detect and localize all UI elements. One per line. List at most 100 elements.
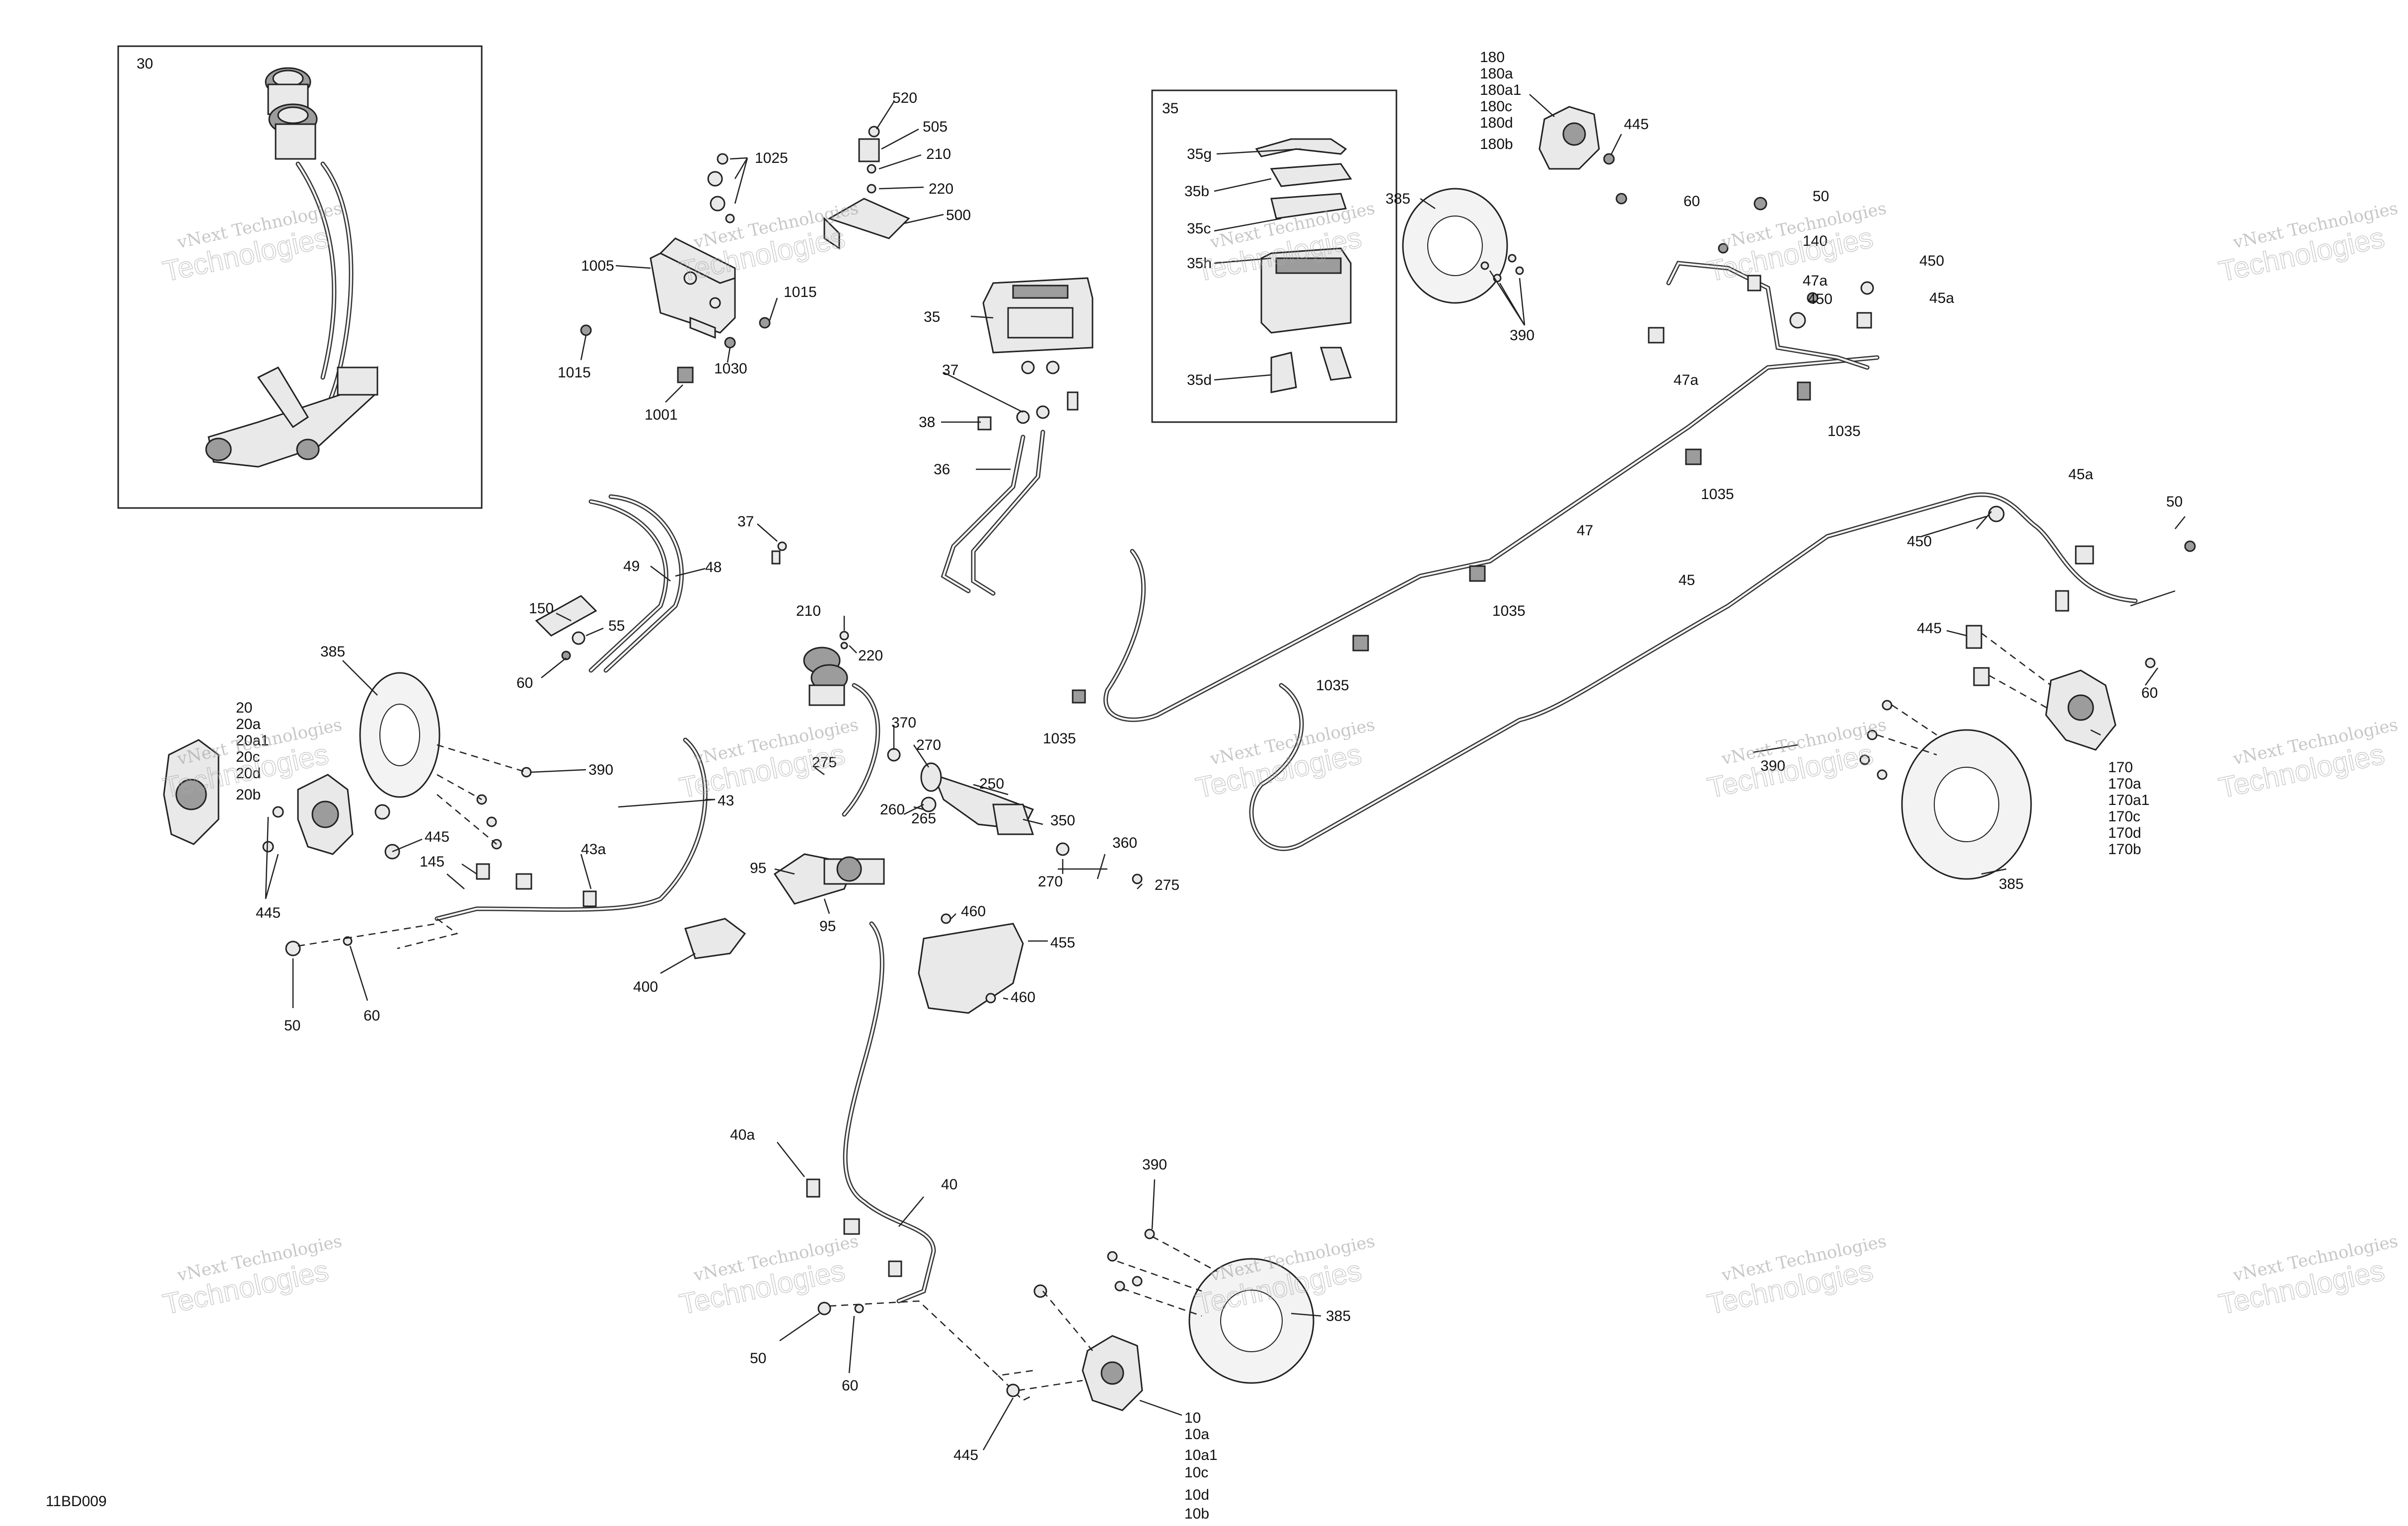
callout-1005: 1005 xyxy=(581,258,614,274)
callout-505: 505 xyxy=(923,119,948,135)
callout-1035-far-left: 1035 xyxy=(1043,730,1076,747)
callout-55: 55 xyxy=(608,618,625,634)
callout-20a1: 20a1 xyxy=(236,732,269,749)
brake-line-47 xyxy=(1103,355,1880,722)
callout-220: 220 xyxy=(929,181,953,197)
inset-35-callout-35g: 35g xyxy=(1187,146,1212,162)
brake-line-43 xyxy=(285,737,716,1008)
callout-180a: 180a xyxy=(1480,66,1513,82)
callout-1025: 1025 xyxy=(755,150,788,166)
callout-37: 37 xyxy=(942,362,958,378)
callout-10b: 10b xyxy=(1184,1506,1209,1522)
pedal-master-cylinder xyxy=(660,616,1143,974)
callout-60-bottom-left: 60 xyxy=(364,1008,380,1024)
callout-140: 140 xyxy=(1803,233,1827,249)
callout-20a: 20a xyxy=(236,716,261,732)
callout-385-rear: 385 xyxy=(1999,876,2024,892)
callout-170b: 170b xyxy=(2108,841,2141,858)
front-left-brake xyxy=(163,660,586,899)
callout-95-lower: 95 xyxy=(819,918,836,935)
front-right-brake xyxy=(1402,94,1627,326)
callout-390-rear: 390 xyxy=(1760,758,1785,774)
callout-47a-lower: 47a xyxy=(1674,372,1698,388)
callout-150: 150 xyxy=(529,600,554,617)
callout-20d: 20d xyxy=(236,765,261,782)
callout-260: 260 xyxy=(880,801,905,818)
bolt-1025 xyxy=(707,153,735,223)
callout-1030: 1030 xyxy=(714,361,747,377)
callout-20: 20 xyxy=(236,700,252,716)
rear-line-fittings xyxy=(1072,197,2196,704)
callout-180d: 180d xyxy=(1480,115,1513,131)
callout-38: 38 xyxy=(919,414,935,431)
callout-360: 360 xyxy=(1112,835,1137,851)
callout-45a: 45a xyxy=(1929,290,1954,306)
callout-60-bottom: 60 xyxy=(842,1378,858,1394)
inset-30-master-cylinder: 30 xyxy=(117,45,483,509)
stack-20: 20 20a 20a1 20c 20d 20b xyxy=(236,700,269,803)
stack-180: 180 180a 180a1 180c 180d 180b xyxy=(1480,49,1521,152)
callout-1035-mid: 1035 xyxy=(1701,486,1734,503)
callout-36: 36 xyxy=(934,461,950,478)
inset-35-callout-35c: 35c xyxy=(1187,220,1211,237)
reservoir-drawing xyxy=(265,67,318,160)
callout-500: 500 xyxy=(946,207,971,223)
callout-180b: 180b xyxy=(1480,136,1513,152)
callout-390-bottom: 390 xyxy=(1142,1157,1167,1173)
callout-400: 400 xyxy=(633,979,658,995)
callout-45a-rear: 45a xyxy=(2068,466,2093,483)
inset-35-callout-35d: 35d xyxy=(1187,372,1212,388)
callout-390: 390 xyxy=(1510,327,1534,344)
callout-370: 370 xyxy=(891,715,916,731)
callout-180c: 180c xyxy=(1480,98,1512,115)
callout-50-bottom: 50 xyxy=(750,1350,766,1367)
callout-37-center: 37 xyxy=(737,513,754,530)
brake-lines-36 xyxy=(941,371,1079,596)
callout-210-center: 210 xyxy=(796,603,821,619)
master-cylinder-drawing xyxy=(205,365,378,468)
callout-50-left: 50 xyxy=(284,1017,300,1034)
cover-455 xyxy=(918,913,1048,1014)
callout-385: 385 xyxy=(1386,191,1410,207)
callout-1035: 1035 xyxy=(1827,423,1861,439)
callout-1015-left: 1015 xyxy=(558,364,591,381)
inset-35-label: 35 xyxy=(1162,100,1178,117)
callout-385-bottom: 385 xyxy=(1326,1308,1351,1324)
callout-20b: 20b xyxy=(236,787,261,803)
callout-450: 450 xyxy=(1808,291,1832,307)
callout-45: 45 xyxy=(1678,572,1695,588)
inset-35-abs-module: 35 35g 35b 35c 35h 35d xyxy=(1151,89,1397,423)
abs-module-35 xyxy=(970,277,1094,374)
callout-43: 43 xyxy=(718,793,734,809)
callout-10: 10 xyxy=(1184,1410,1201,1426)
callout-47a: 47a xyxy=(1803,273,1827,289)
brake-line-40 xyxy=(777,921,1033,1401)
callout-95: 95 xyxy=(750,860,766,876)
inset-30-label: 30 xyxy=(137,56,153,72)
callout-50: 50 xyxy=(1813,188,1829,205)
callout-43a: 43a xyxy=(581,841,606,858)
callout-49: 49 xyxy=(623,558,640,575)
callout-445-left: 445 xyxy=(425,829,449,845)
callout-60-left: 60 xyxy=(516,675,533,691)
diagram-code: 11BD009 xyxy=(46,1493,107,1510)
callout-180a1: 180a1 xyxy=(1480,82,1521,98)
stack-170: 170 170a 170a1 170c 170d 170b xyxy=(2108,759,2149,858)
callout-170c: 170c xyxy=(2108,808,2140,825)
callout-450-right: 450 xyxy=(1919,253,1944,269)
callout-40: 40 xyxy=(941,1176,957,1193)
callout-265: 265 xyxy=(911,810,936,827)
callout-50-rear: 50 xyxy=(2166,494,2183,510)
brake-lines-48-49 xyxy=(535,494,787,678)
callout-10a1: 10a1 xyxy=(1184,1447,1218,1463)
